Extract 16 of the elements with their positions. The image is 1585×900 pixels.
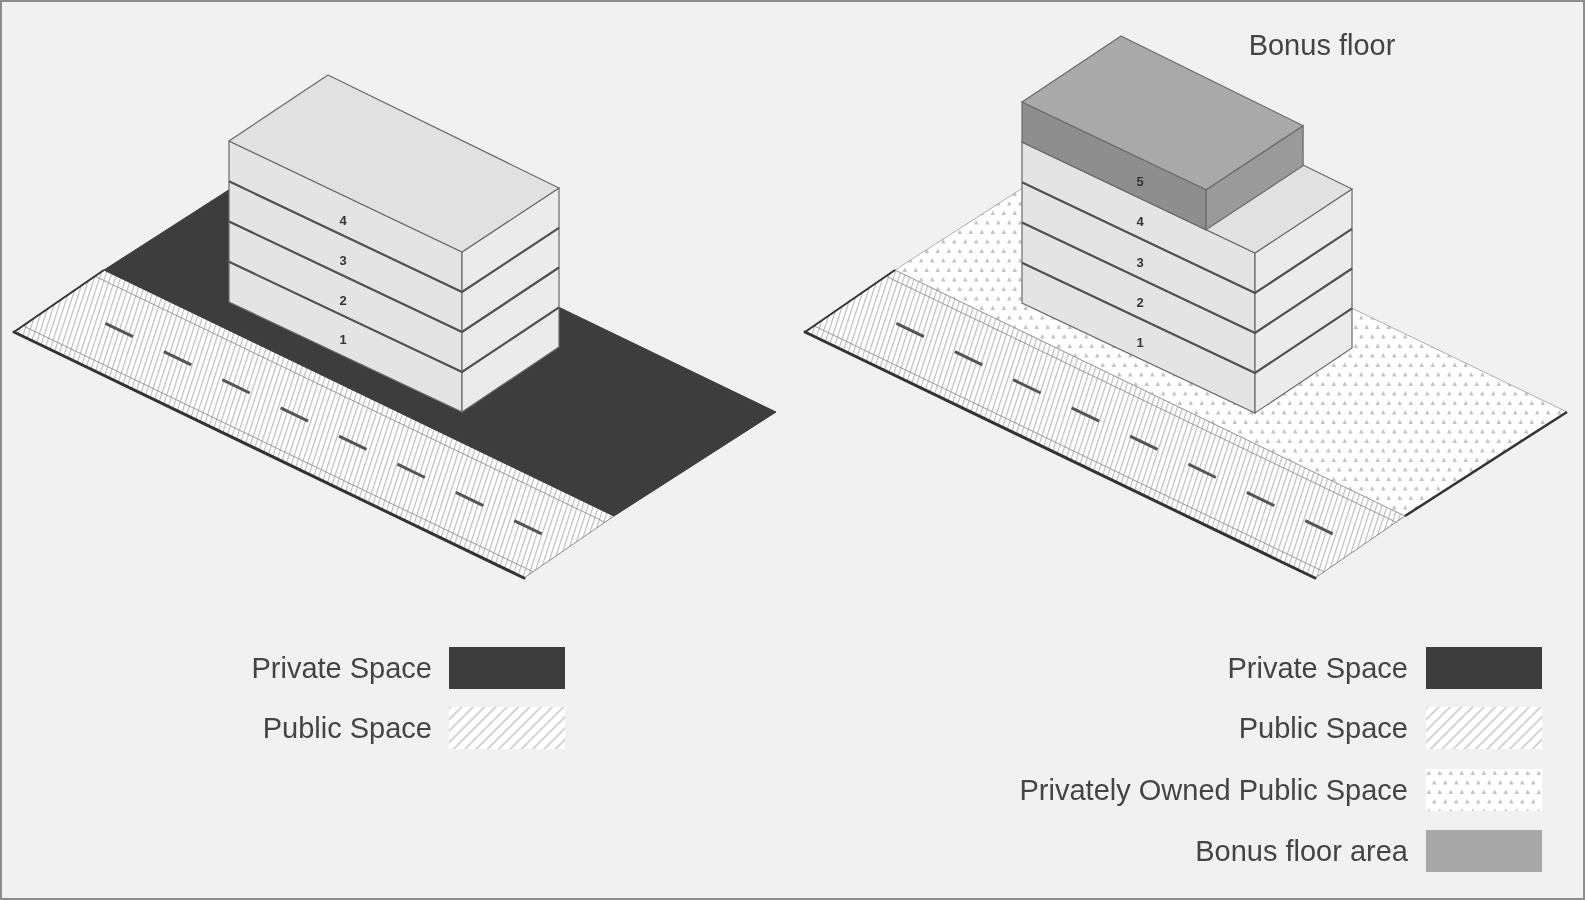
floor-number: 3 bbox=[1136, 255, 1144, 269]
legend-label: Public Space bbox=[1238, 713, 1408, 743]
floor-number: 3 bbox=[339, 253, 347, 267]
annotation-label: Bonus floor bbox=[1248, 30, 1396, 60]
floor-number: 5 bbox=[1136, 174, 1144, 188]
legend-label: Private Space bbox=[1227, 653, 1408, 683]
floor-number: 4 bbox=[1136, 214, 1144, 228]
floor-number: 1 bbox=[1136, 335, 1144, 349]
floor-number: 1 bbox=[339, 332, 347, 346]
floor-number: 4 bbox=[339, 213, 347, 227]
legend-label: Privately Owned Public Space bbox=[1019, 775, 1408, 805]
legend-label: Bonus floor area bbox=[1195, 836, 1408, 866]
floor-number: 2 bbox=[1136, 295, 1144, 309]
legend-label: Public Space bbox=[262, 713, 432, 743]
floor-number: 2 bbox=[339, 293, 347, 307]
legend-label: Private Space bbox=[251, 653, 432, 683]
